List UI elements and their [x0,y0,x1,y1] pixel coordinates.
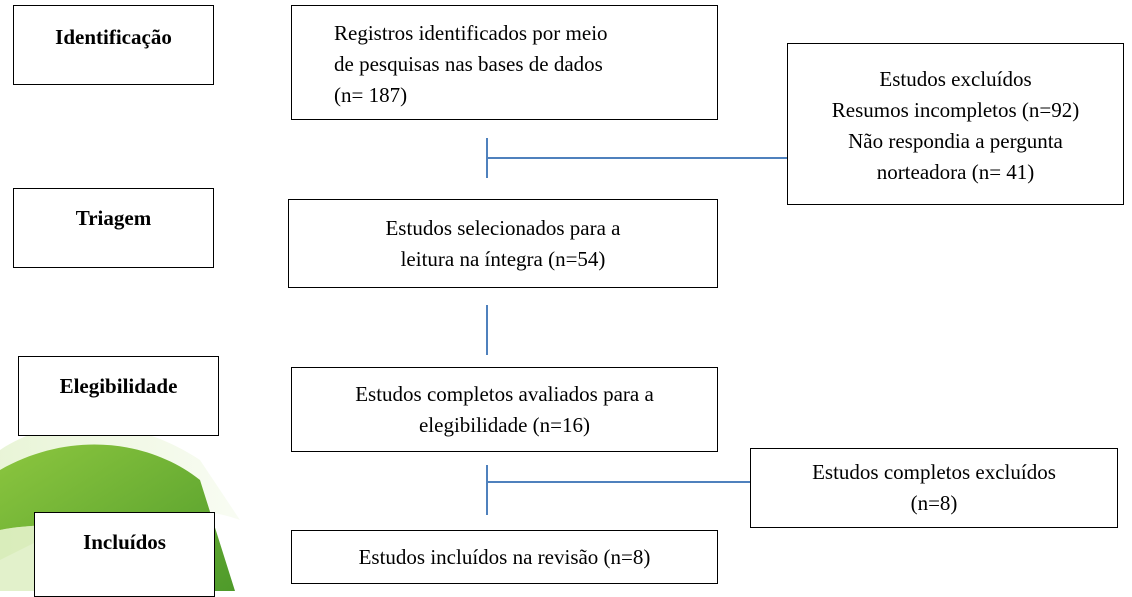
registros-line-3: (n= 187) [334,83,408,107]
selecionados-line-1: Estudos selecionados para a [385,215,621,240]
stage-triagem: Triagem [13,188,214,268]
incluidos-line-1: Estudos incluídos na revisão (n=8) [358,544,651,569]
completos-excluidos-line-2: (n=8) [910,491,958,515]
stage-elegibilidade: Elegibilidade [18,356,219,436]
stage-triagem-label: Triagem [75,206,152,230]
excluidos-line-2: Resumos incompletos (n=92) [831,98,1080,122]
connector-1-horizontal [487,157,787,159]
stage-elegibilidade-label: Elegibilidade [59,374,178,398]
excluidos-line-4: norteadora (n= 41) [876,160,1035,184]
box-estudos-excluidos: Estudos excluídos Resumos incompletos (n… [787,43,1124,205]
registros-line-2: de pesquisas nas bases de dados [334,52,603,76]
registros-line-1: Registros identificados por meio [334,21,608,45]
stage-identificacao: Identificação [13,5,214,85]
selecionados-line-2: leitura na íntegra (n=54) [400,246,606,271]
box-estudos-completos: Estudos completos avaliados para a elegi… [291,367,718,452]
box-estudos-selecionados: Estudos selecionados para a leitura na í… [288,199,718,288]
connector-3-vertical [486,465,488,515]
completos-excluidos-line-1: Estudos completos excluídos [812,460,1056,484]
completos-line-1: Estudos completos avaliados para a [355,381,654,406]
excluidos-line-1: Estudos excluídos [879,67,1032,91]
box-estudos-incluidos: Estudos incluídos na revisão (n=8) [291,530,718,584]
excluidos-line-3: Não respondia a pergunta [848,129,1063,153]
stage-incluidos: Incluídos [34,512,215,597]
completos-line-2: elegibilidade (n=16) [418,412,591,437]
stage-identificacao-label: Identificação [55,25,172,49]
box-registros-identificados: Registros identificados por meio de pesq… [291,5,718,120]
box-estudos-completos-excluidos: Estudos completos excluídos (n=8) [750,448,1118,528]
stage-incluidos-label: Incluídos [83,530,166,554]
connector-3-horizontal [487,481,750,483]
connector-2-vertical [486,305,488,355]
